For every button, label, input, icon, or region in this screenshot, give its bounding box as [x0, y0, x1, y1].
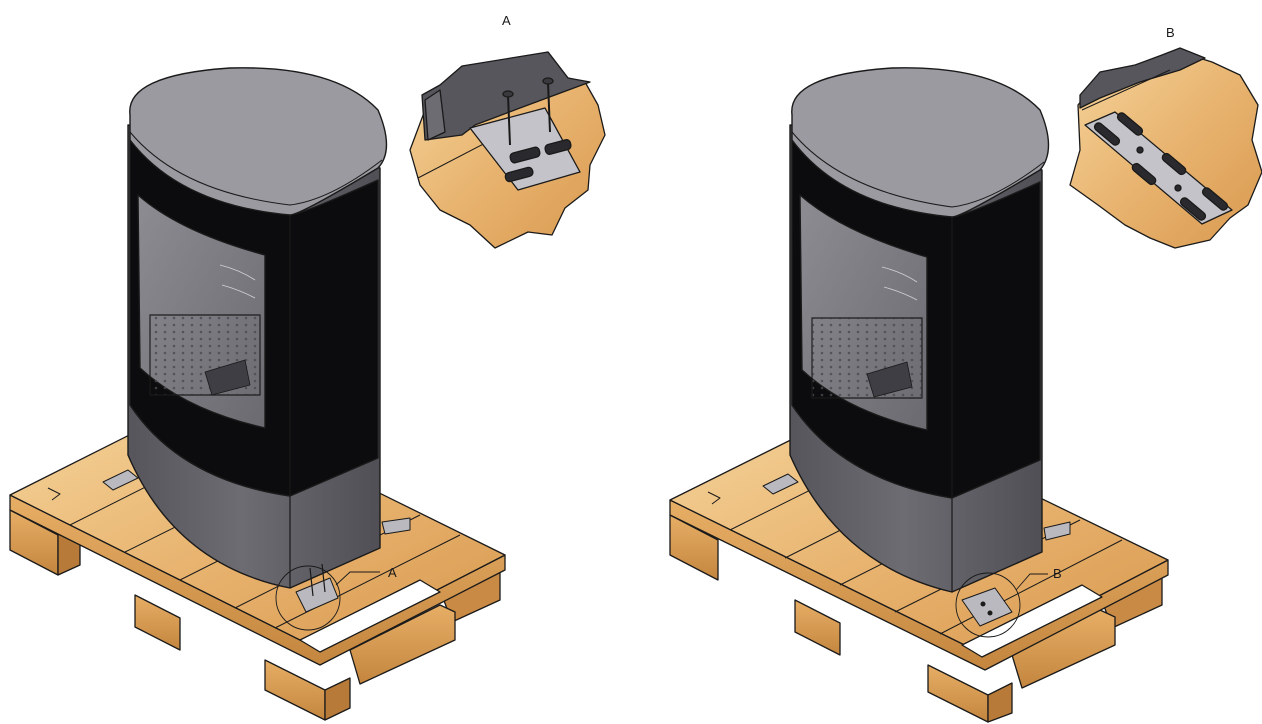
detail-view-b — [1069, 47, 1262, 249]
callout-label-a: A — [388, 565, 397, 580]
left-assembly: A A — [9, 13, 606, 721]
detail-callout-b: B — [955, 566, 1062, 638]
stove-left — [102, 67, 411, 613]
detail-callout-a: A — [275, 565, 397, 631]
detail-label-a: A — [502, 13, 511, 28]
detail-view-a — [409, 51, 606, 249]
detail-label-b: B — [1166, 25, 1175, 40]
stove-right — [762, 67, 1071, 627]
right-assembly: B B — [669, 25, 1262, 723]
callout-label-b: B — [1053, 566, 1062, 581]
